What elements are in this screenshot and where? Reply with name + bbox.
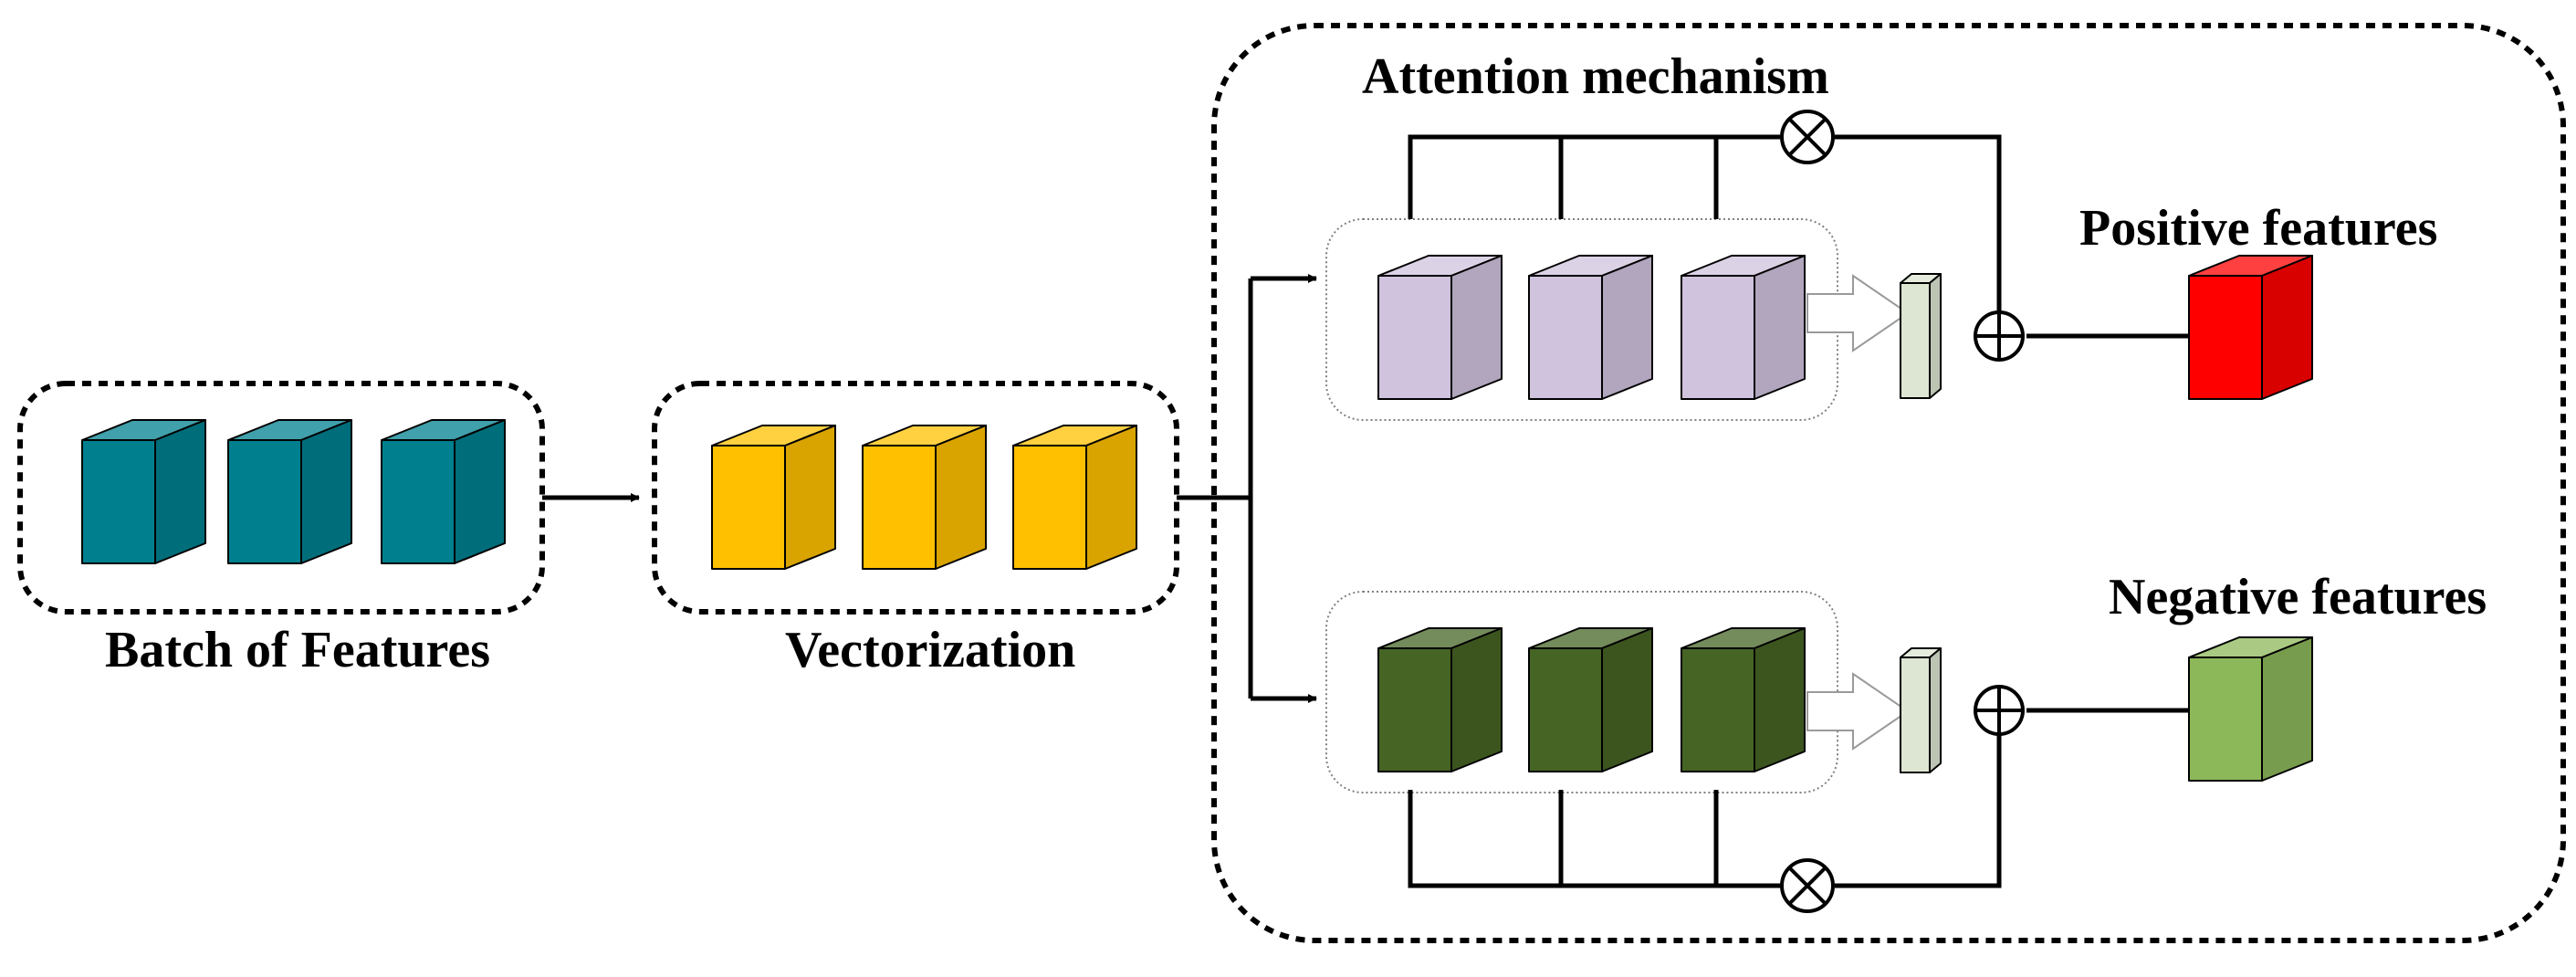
top-slim-cube xyxy=(1900,273,1942,399)
operator-layer xyxy=(1780,110,2025,913)
cube-layer xyxy=(81,255,2313,782)
bottom-add-icon xyxy=(1974,685,2025,736)
attention-bottom-cube-3 xyxy=(1681,627,1806,772)
attention-bottom-cube-1 xyxy=(1377,627,1503,772)
batch-label: Batch of Features xyxy=(105,622,490,678)
batch-cube-2 xyxy=(227,419,352,564)
attention-label: Attention mechanism xyxy=(1362,48,1829,105)
batch-cube-3 xyxy=(381,419,506,564)
attention-top-cube-1 xyxy=(1377,255,1503,400)
batch-group xyxy=(17,381,545,615)
attention-panel xyxy=(1211,23,2566,943)
batch-cube-1 xyxy=(81,419,206,564)
bottom-hollow-arrow xyxy=(1806,672,1910,751)
vector-cube-3 xyxy=(1012,425,1137,570)
positive-cube xyxy=(2188,255,2313,400)
vectorization-label: Vectorization xyxy=(785,622,1075,678)
top-add-icon xyxy=(1974,310,2025,362)
attention-top-cube-3 xyxy=(1681,255,1806,400)
vector-cube-2 xyxy=(862,425,987,570)
negative-cube xyxy=(2188,636,2313,782)
attention-bottom-cube-2 xyxy=(1528,627,1653,772)
vector-group xyxy=(652,381,1179,615)
connector-lines xyxy=(542,134,2189,888)
attention-top-cube-2 xyxy=(1528,255,1653,400)
top-hollow-arrow xyxy=(1806,274,1910,352)
bottom-multiply-icon xyxy=(1780,858,1835,913)
negative-label: Negative features xyxy=(2109,569,2487,625)
positive-label: Positive features xyxy=(2079,200,2437,257)
bottom-slim-cube xyxy=(1900,647,1942,773)
vector-cube-1 xyxy=(711,425,836,570)
top-multiply-icon xyxy=(1780,110,1835,164)
